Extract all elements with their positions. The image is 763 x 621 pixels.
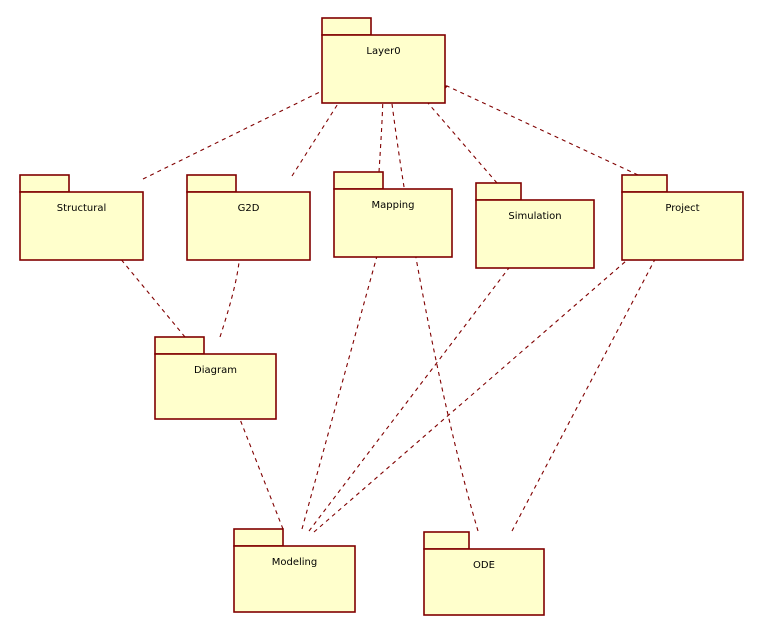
package-label: Diagram [194, 365, 237, 376]
dependency-arrow [308, 255, 519, 532]
dependency-line [446, 85, 639, 176]
dependency-arrow [227, 403, 284, 530]
dependency-line [511, 245, 663, 532]
package-node-mapping[interactable]: Mapping [333, 171, 453, 258]
package-tab [621, 174, 668, 193]
dependency-arrow [313, 247, 642, 533]
package-tab [333, 171, 384, 190]
dependency-arrow [511, 245, 663, 532]
package-label: Mapping [372, 200, 415, 211]
package-tab [321, 17, 372, 36]
package-node-modeling[interactable]: Modeling [233, 528, 356, 613]
package-body[interactable] [19, 191, 144, 261]
dependency-arrow [301, 244, 387, 530]
dependency-line [378, 87, 384, 173]
package-body[interactable] [333, 188, 453, 258]
package-tab [475, 182, 522, 201]
package-tab [186, 174, 237, 193]
dependency-line [109, 245, 186, 338]
package-body[interactable] [186, 191, 311, 261]
package-tab [154, 336, 205, 355]
package-body[interactable] [154, 353, 277, 420]
package-body[interactable] [233, 545, 356, 613]
dependency-line [142, 87, 329, 180]
dependency-line [301, 244, 381, 530]
package-label: Structural [57, 203, 107, 214]
dependency-arrow [437, 85, 639, 176]
package-label: G2D [238, 203, 260, 214]
package-node-g2d[interactable]: G2D [186, 174, 311, 261]
package-node-structural[interactable]: Structural [19, 174, 144, 261]
dependency-line [233, 403, 284, 530]
package-label: Modeling [272, 557, 318, 568]
dependency-line [313, 247, 642, 533]
dependency-layer [101, 85, 663, 533]
package-tab [423, 531, 470, 550]
package-node-ode[interactable]: ODE [423, 531, 545, 616]
package-body[interactable] [475, 199, 595, 269]
dependency-arrow [142, 87, 338, 180]
package-node-layer0[interactable]: Layer0 [321, 17, 446, 104]
dependency-line [308, 255, 519, 532]
dependency-line [414, 87, 498, 184]
package-node-diagram[interactable]: Diagram [154, 336, 277, 420]
package-node-simulation[interactable]: Simulation [475, 182, 595, 269]
package-label: Simulation [508, 211, 561, 222]
dependency-line [219, 246, 241, 338]
package-label: Layer0 [366, 46, 400, 57]
dependency-line [389, 87, 479, 532]
package-label: Project [665, 203, 699, 214]
package-tab [19, 174, 70, 193]
package-label: ODE [473, 560, 495, 571]
package-body[interactable] [621, 191, 744, 261]
dependency-line [291, 87, 349, 177]
package-tab [233, 528, 284, 547]
package-node-project[interactable]: Project [621, 174, 744, 261]
package-body[interactable] [423, 548, 545, 616]
dependency-arrow [384, 87, 479, 532]
package-body[interactable] [321, 34, 446, 104]
